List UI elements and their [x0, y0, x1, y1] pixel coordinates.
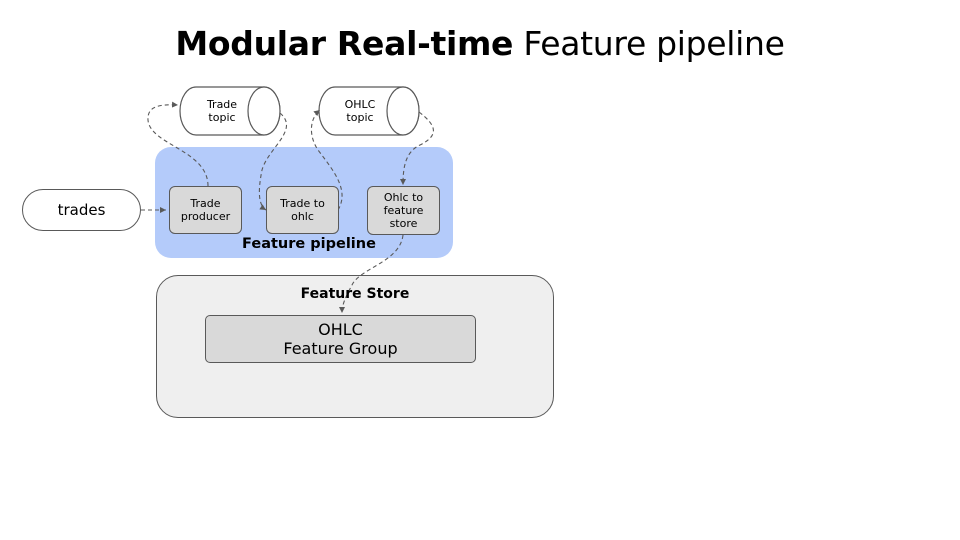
trade-producer-node: Trade producer: [169, 186, 242, 234]
ohlc-to-feature-store-node: Ohlc to feature store: [367, 186, 440, 235]
trade-producer-label: Trade producer: [180, 197, 231, 223]
title-bold: Modular Real-time: [175, 24, 514, 63]
ohlc-to-feature-store-label: Ohlc to feature store: [383, 191, 424, 230]
ohlc-feature-group-label: OHLC Feature Group: [283, 320, 398, 358]
ohlc-topic-cylinder: [318, 86, 420, 136]
trades-source-label: trades: [57, 201, 106, 219]
trade-topic-cylinder: [179, 86, 281, 136]
edge-ohlc-to-feature-store-to-feature-group: [339, 234, 404, 314]
title-regular: Feature pipeline: [523, 24, 785, 63]
edge-ohlc-topic-to-ohlc-to-feature-store: [400, 111, 434, 186]
ohlc-topic-label: OHLC topic: [344, 98, 376, 124]
trade-topic-label: Trade topic: [206, 98, 238, 124]
feature-pipeline-label: Feature pipeline: [242, 236, 376, 252]
feature-store-label: Feature Store: [300, 286, 410, 302]
edge-producer-to-trade-topic: [147, 101, 209, 187]
trade-to-ohlc-node: Trade to ohlc: [266, 186, 339, 234]
edge-trade-topic-to-trade-to-ohlc: [258, 112, 287, 211]
diagram-title: Modular Real-time Feature pipeline: [0, 22, 960, 66]
trade-to-ohlc-label: Trade to ohlc: [280, 197, 325, 223]
trades-source-node: trades: [22, 189, 141, 231]
ohlc-feature-group-node: OHLC Feature Group: [205, 315, 476, 363]
edge-trade-to-ohlc-to-ohlc-topic: [310, 109, 343, 211]
